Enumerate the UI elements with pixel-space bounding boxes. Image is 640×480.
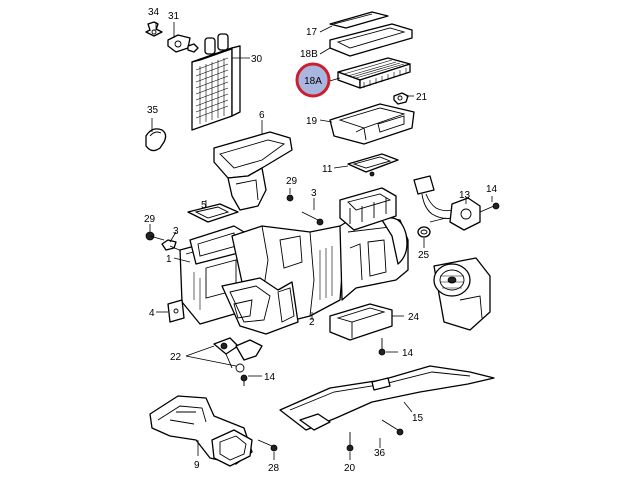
part-11-gasket	[333, 153, 399, 177]
callout-11: 11	[322, 164, 333, 175]
callout-35: 35	[147, 105, 159, 116]
part-5-gasket	[187, 200, 239, 223]
part-17-filter-cover-seal	[319, 11, 389, 33]
callout-17: 17	[306, 27, 318, 38]
callout-9: 9	[194, 460, 200, 471]
part-24-control-module	[329, 303, 404, 341]
highlight-18A-marker[interactable]: 18A	[295, 62, 331, 98]
callout-3-left: 3	[173, 226, 179, 237]
part-34-31-fittings	[145, 21, 199, 53]
part-20-screw	[346, 432, 354, 460]
part-29-3-screws-mid	[286, 188, 324, 226]
part-1-hvac-housing	[173, 187, 409, 335]
callout-25: 25	[418, 250, 430, 261]
part-13-actuator	[413, 175, 481, 231]
part-14-screw-c	[378, 338, 398, 356]
part-4-bracket	[156, 299, 185, 323]
callout-18B: 18B	[300, 49, 318, 60]
callout-14-a: 14	[264, 372, 276, 383]
part-14-screw-b	[479, 196, 500, 213]
part-9-footwell-duct	[149, 395, 253, 467]
callout-18A-label: 18A	[304, 76, 322, 87]
callout-2: 2	[309, 317, 315, 328]
callout-4: 4	[149, 308, 155, 319]
part-22-linkage	[185, 337, 263, 373]
part-21-clip	[393, 92, 414, 105]
part-18B-filter-frame	[319, 23, 413, 57]
callout-15: 15	[412, 413, 424, 424]
callout-29-mid: 29	[286, 176, 298, 187]
callout-1: 1	[166, 254, 172, 265]
callout-20: 20	[344, 463, 356, 474]
callout-28: 28	[268, 463, 280, 474]
part-15-floor-duct	[279, 365, 495, 431]
callout-31: 31	[168, 11, 180, 22]
part-36-screw	[379, 419, 404, 448]
callout-13: 13	[459, 190, 471, 201]
callout-24: 24	[408, 312, 420, 323]
callout-34: 34	[148, 7, 160, 18]
part-28-screw	[257, 439, 278, 460]
callout-21: 21	[416, 92, 428, 103]
part-35-clip	[145, 118, 167, 152]
part-19-filter-housing-lid	[319, 103, 415, 145]
callout-14-b: 14	[486, 184, 498, 195]
callout-19: 19	[306, 116, 318, 127]
callout-3-mid: 3	[311, 188, 317, 199]
callout-30: 30	[251, 54, 263, 65]
part-18A-pollen-filter	[325, 57, 411, 89]
part-6-air-duct	[213, 120, 293, 211]
callout-36: 36	[374, 448, 386, 459]
callout-14-c: 14	[402, 348, 414, 359]
callout-labels: 34 31 30 35 6 5 29 29 3 3 1 4 22 14 14 1…	[144, 7, 498, 474]
callout-29-left: 29	[144, 214, 156, 225]
callout-5: 5	[201, 200, 207, 211]
callout-22: 22	[170, 352, 182, 363]
part-14-screw-a	[240, 374, 262, 386]
part-30-heater-core	[191, 33, 250, 131]
blower-motor	[433, 257, 491, 331]
callout-6: 6	[259, 110, 265, 121]
part-25-grommet	[417, 226, 431, 248]
